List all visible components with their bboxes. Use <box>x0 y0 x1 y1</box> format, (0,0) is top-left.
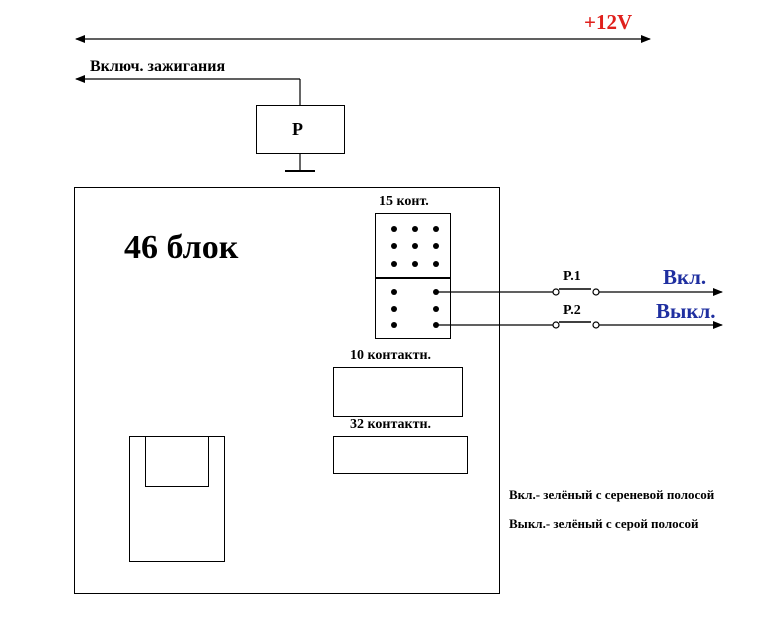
connector-15-lower <box>375 277 451 339</box>
ignition-label: Включ. зажигания <box>90 58 226 75</box>
relay-p1-contact-left <box>552 288 560 296</box>
block-46-outline <box>74 187 500 594</box>
output-off-label: Выкл. <box>656 299 716 323</box>
socket-inner <box>145 436 209 487</box>
relay-p2-label: P.2 <box>563 303 581 318</box>
connector-32 <box>333 436 468 474</box>
relay-p1-contact-right <box>592 288 600 296</box>
connector-15-label: 15 конт. <box>379 194 429 209</box>
legend-on-desc: Вкл.- зелёный с сереневой полосой <box>509 487 715 502</box>
connector-32-label: 32 контактн. <box>350 417 432 432</box>
connector-15-upper-pins <box>391 226 439 267</box>
supply-label: +12V <box>584 10 633 34</box>
block-title: 46 блок <box>124 229 239 266</box>
connector-15-upper <box>375 213 451 279</box>
relay-p1-label: P.1 <box>563 269 581 284</box>
connector-10-label: 10 контактн. <box>350 348 432 363</box>
relay-label: P <box>292 119 303 139</box>
legend-off-desc: Выкл.- зелёный с серой полосой <box>509 516 699 531</box>
relay-p2-contact-left <box>552 321 560 329</box>
relay-p2-contact-right <box>592 321 600 329</box>
connector-10 <box>333 367 463 417</box>
output-on-label: Вкл. <box>663 265 707 289</box>
relay-box <box>256 105 345 154</box>
